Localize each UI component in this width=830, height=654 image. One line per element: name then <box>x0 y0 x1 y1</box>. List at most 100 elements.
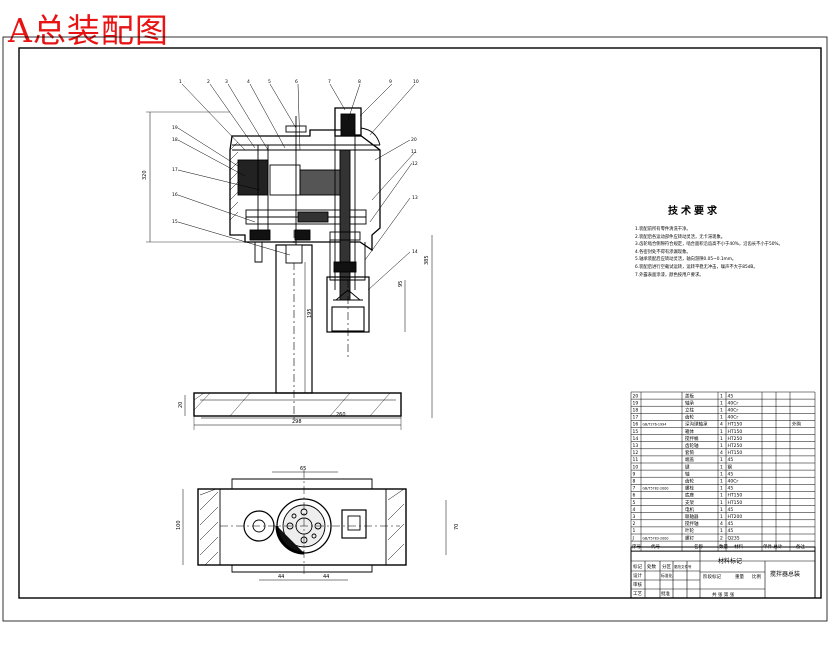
balloon-13: 13 <box>412 195 418 201</box>
bom-cell-no: 2 <box>633 521 636 527</box>
bom-cell-no: 3 <box>633 514 636 520</box>
front-view <box>146 107 433 430</box>
bom-cell-name: 箱体 <box>685 428 694 435</box>
dim-base-inner-width: 260 <box>336 412 346 418</box>
material-mark: 材料标记 <box>718 557 742 565</box>
bom-cell-name: 盖板 <box>685 392 694 399</box>
dim-plan-offset-right: 44 <box>323 574 329 580</box>
dim-motor-height: 95 <box>398 281 404 287</box>
bom-cell-name: 端盖 <box>685 456 694 463</box>
drawing-name: 搅拌器总装 <box>770 570 800 578</box>
dim-overall-height: 385 <box>424 255 430 265</box>
bom-cell-no: 20 <box>633 393 639 399</box>
bom-cell-qty: 1 <box>720 514 723 520</box>
bom-cell-name: 深沟球轴承 <box>685 421 708 428</box>
bom-cell-name: 立柱 <box>685 407 694 414</box>
bom-cell-qty: 1 <box>720 500 723 506</box>
bom-cell-name: 键 <box>685 463 690 470</box>
bom-cell-no: 19 <box>633 400 639 406</box>
bom-cell-no: 1 <box>633 528 636 534</box>
bom-cell-material: 40Cr <box>728 479 739 485</box>
bom-cell-no: 6 <box>633 493 636 499</box>
bom-cell-no: 14 <box>633 436 639 442</box>
bom-cell-qty: 1 <box>720 415 723 421</box>
bom-cell-no: 5 <box>633 500 636 506</box>
bom-cell-material: 40Cr <box>728 400 739 406</box>
bom-cell-qty: 4 <box>720 422 723 428</box>
bom-cell-material: 45 <box>728 393 734 399</box>
bom-cell-qty: 1 <box>720 479 723 485</box>
dim-base-height: 20 <box>178 402 184 408</box>
dimension-labels: 320 385 95 195 20 260 298 65 100 70 44 4… <box>142 170 460 580</box>
bom-cell-remark: 外购 <box>792 421 801 428</box>
bom-cell-qty: 1 <box>720 528 723 534</box>
tech-note: 5.轴承装配后应转动灵活，轴向游隙0.05~0.1mm。 <box>635 257 737 263</box>
bom-cell-qty: 1 <box>720 429 723 435</box>
bom-cell-name: 轴 <box>685 470 690 477</box>
dim-column-height: 195 <box>307 308 313 318</box>
bom-cell-no: 13 <box>633 443 639 449</box>
bom-cell-material: HT250 <box>728 443 743 449</box>
bom-cell-no: 8 <box>633 479 636 485</box>
balloon-6: 6 <box>295 79 298 85</box>
bom-cell-no: 16 <box>633 422 639 428</box>
balloon-14: 14 <box>412 249 418 255</box>
balloon-5: 5 <box>268 79 271 85</box>
tb-design: 设计 <box>633 572 642 579</box>
dim-plan-width: 65 <box>300 466 306 472</box>
bom-cell-name: 底座 <box>685 492 694 499</box>
bom-cell-no: 17 <box>633 415 639 421</box>
title-block-text: 材料标记 搅拌器总装 标记 处数 分区 更改文件号 设计 审核 工艺 标准化 批… <box>633 557 800 598</box>
balloon-12: 12 <box>412 161 418 167</box>
bom-cell-material: HT150 <box>728 429 743 435</box>
title-block <box>630 546 816 599</box>
bom-cell-name: 搅拌桶 <box>685 435 699 442</box>
tb-approve: 批准 <box>661 590 670 597</box>
bom-cell-name: 轴承 <box>685 399 694 406</box>
dim-plan-offset-left: 44 <box>278 574 284 580</box>
bom-cell-qty: 2 <box>720 535 723 541</box>
tb-stage: 阶段标记 <box>703 573 721 580</box>
tb-standardize: 标准化 <box>661 573 673 578</box>
dim-plan-right-depth: 70 <box>454 524 460 530</box>
tb-count: 处数 <box>647 563 656 570</box>
tb-zone: 分区 <box>662 563 671 570</box>
bom-cell-name: 联轴器 <box>685 513 699 520</box>
bom-cell-qty: 1 <box>720 464 723 470</box>
balloon-4: 4 <box>247 79 250 85</box>
bom-cell-no: 10 <box>633 464 639 470</box>
balloon-15: 15 <box>172 219 178 225</box>
tech-note: 3.齿轮啮合侧隙符合规定，啮合面积沿齿高不小于40%，沿齿长不小于50%。 <box>635 242 783 248</box>
bom-cell-material: HT150 <box>728 500 743 506</box>
bom-cell-material: HT150 <box>728 450 743 456</box>
balloon-10: 10 <box>413 79 419 85</box>
bom-cell-material: 45 <box>728 486 734 492</box>
tb-process: 工艺 <box>633 591 642 597</box>
bom-cell-no: 15 <box>633 429 639 435</box>
tech-requirements-heading: 技术要求 <box>668 206 720 217</box>
tb-weight: 重量 <box>735 573 744 580</box>
bom-cell-name: 电机 <box>685 506 694 513</box>
bom-cell-code: GB/T5782-2000 <box>643 487 669 491</box>
balloon-16: 16 <box>172 192 178 198</box>
bom-cell-name: 叶轮 <box>685 527 694 534</box>
balloon-labels: 1 2 3 4 5 6 7 8 9 10 11 12 13 14 15 16 1… <box>172 79 419 255</box>
balloon-19: 19 <box>172 125 178 131</box>
bom-cell-name: 搅拌轴 <box>685 520 699 527</box>
bom-cell-qty: 1 <box>720 393 723 399</box>
bom-cell-material: Q235 <box>728 535 740 541</box>
bom-cell-no: 4 <box>633 507 636 513</box>
inner-frame <box>18 47 822 599</box>
bom-cell-material: HT200 <box>728 514 743 520</box>
bom-cell-material: 40Cr <box>728 408 739 414</box>
bom-cell-material: HT150 <box>728 493 743 499</box>
balloon-17: 17 <box>172 167 178 173</box>
bom-cell-material: 45 <box>728 528 734 534</box>
bom-cell-no: 18 <box>633 408 639 414</box>
balloon-18: 18 <box>172 137 178 143</box>
bom-cell-no: J <box>632 535 634 541</box>
tech-note: 1.装配前所有零件清洗干净。 <box>635 227 691 232</box>
bom-cell-qty: 1 <box>720 408 723 414</box>
balloon-8: 8 <box>358 79 361 85</box>
